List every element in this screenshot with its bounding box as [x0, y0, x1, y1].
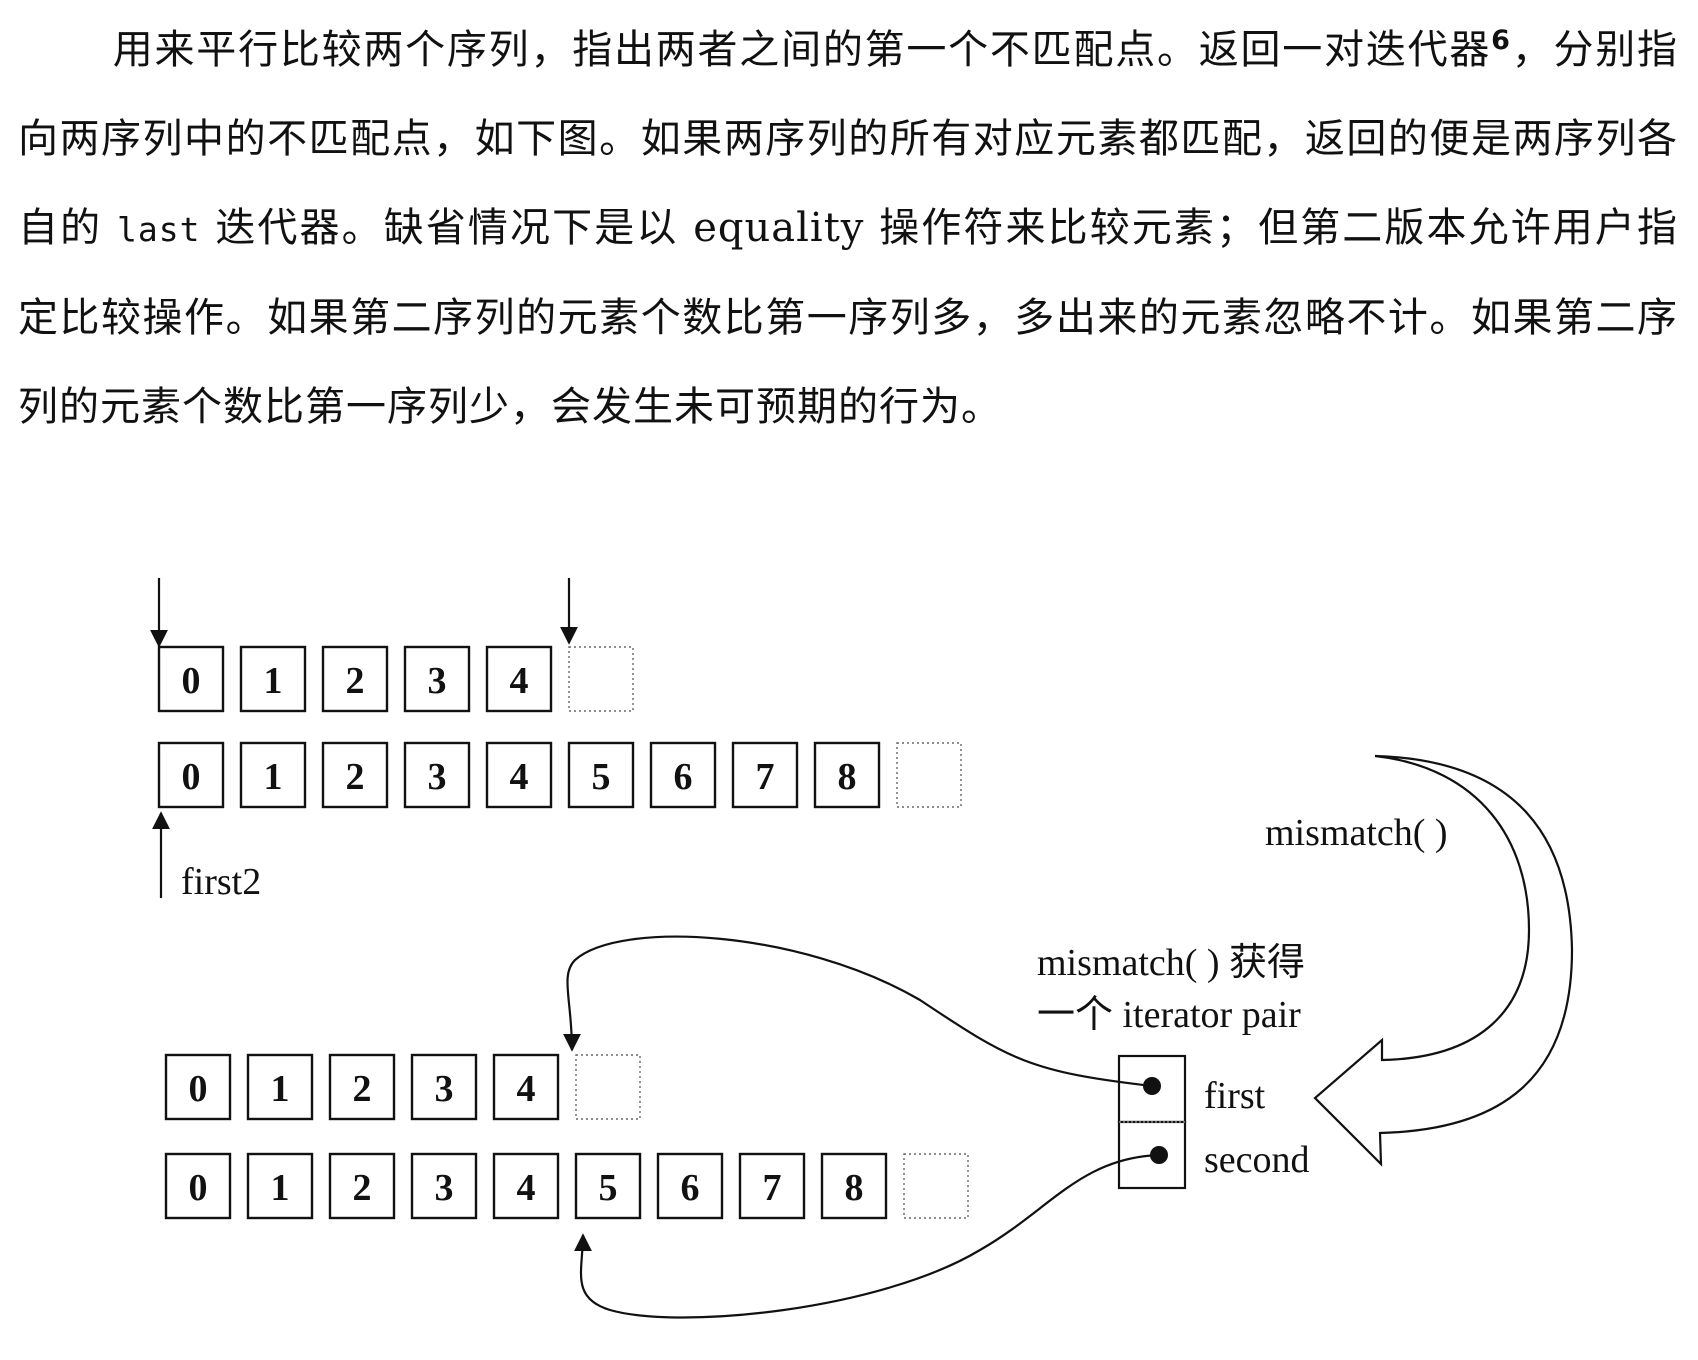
sequence-cell: [656, 1152, 724, 1220]
sequence-cell-value: 2: [353, 1068, 372, 1110]
description-paragraph: 用来平行比较两个序列，指出两者之间的第一个不匹配点。返回一对迭代器6，分别指向两…: [18, 6, 1678, 452]
sequence-cell: [574, 1152, 642, 1220]
big-curved-arrow: [1313, 754, 1574, 1167]
pair-second-label: second: [1204, 1139, 1310, 1181]
sequence-cell-value: 2: [346, 756, 365, 798]
sequence-cell-value: 8: [845, 1167, 864, 1209]
sequence-cell: [820, 1152, 888, 1220]
sequence-cell-value: 1: [264, 660, 283, 702]
sequence-cell: [410, 1053, 478, 1121]
first-pointer-curve: [562, 935, 1153, 1088]
sequence-cell: [164, 1053, 232, 1121]
bottom-sequence-2: 0 1 2 3 4 5 6 7 8: [164, 1152, 969, 1220]
bottom-sequence-1: 0 1 2 3 4: [164, 1053, 641, 1121]
sequence-cell: [164, 1152, 232, 1220]
sequence-cell-value: 1: [271, 1167, 290, 1209]
sequence-cell-value: 4: [510, 756, 529, 798]
sequence-cell-value: 1: [271, 1068, 290, 1110]
result-label-line1: mismatch( ) 获得: [1037, 942, 1305, 984]
sequence-cell: [403, 645, 471, 713]
sequence-cell: [403, 741, 471, 809]
paragraph-line2: 分别指向两序列中的不匹配点，如下图。如果两序列的所有对应元素都匹配，返回的便是两…: [18, 27, 1679, 251]
sequence-cell-value: 5: [599, 1167, 618, 1209]
sequence-cell: [731, 741, 799, 809]
sequence-cell-value: 2: [346, 660, 365, 702]
result-label-line2: 一个 iterator pair: [1037, 994, 1301, 1036]
paragraph-line1: 用来平行比较两个序列，指出两者之间的第一个不匹配点。返回一对迭代器: [112, 27, 1492, 73]
sequence-cell: [246, 1152, 314, 1220]
sequence-cell: [321, 645, 389, 713]
sequence-cell-value: 2: [353, 1167, 372, 1209]
sequence-cell: [649, 741, 717, 809]
end-marker-cell: [896, 742, 962, 808]
sequence-cell: [738, 1152, 806, 1220]
sequence-cell-value: 3: [428, 660, 447, 702]
sequence-cell-value: 0: [189, 1167, 208, 1209]
paragraph-line3: 迭代器。缺省情况下是以 equality 操作符来比较元素；但第二版本允许用户指…: [18, 205, 1678, 430]
footnote-ref: 6: [1491, 25, 1511, 56]
sequence-cell: [157, 645, 225, 713]
sequence-cell-value: 6: [674, 756, 693, 798]
sequence-cell: [567, 741, 635, 809]
first2-label: first2: [181, 861, 261, 903]
end-marker-cell: [903, 1153, 969, 1219]
top-sequence-2: 0 1 2 3 4 5 6 7 8: [157, 741, 962, 809]
sequence-cell: [328, 1152, 396, 1220]
paragraph-line1-end: ，: [1510, 27, 1554, 73]
sequence-cell-value: 8: [838, 756, 857, 798]
sequence-cell: [157, 741, 225, 809]
sequence-cell-value: 7: [756, 756, 775, 798]
sequence-cell: [328, 1053, 396, 1121]
sequence-cell-value: 0: [182, 660, 201, 702]
end-marker-cell: [575, 1054, 641, 1120]
second-pointer-curve: [573, 1153, 1160, 1319]
iterator-pair-box: [1117, 1054, 1187, 1190]
sequence-cell-value: 1: [264, 756, 283, 798]
sequence-cell-value: 5: [592, 756, 611, 798]
sequence-cell-value: 6: [681, 1167, 700, 1209]
sequence-cell: [239, 741, 307, 809]
sequence-cell: [485, 741, 553, 809]
sequence-cell-value: 3: [435, 1068, 454, 1110]
sequence-cell-value: 3: [428, 756, 447, 798]
end-marker-cell: [568, 646, 634, 712]
sequence-cell-value: 4: [517, 1167, 536, 1209]
sequence-cell: [410, 1152, 478, 1220]
sequence-cell-value: 4: [517, 1068, 536, 1110]
sequence-cell-value: 0: [189, 1068, 208, 1110]
sequence-cell: [246, 1053, 314, 1121]
sequence-cell: [239, 645, 307, 713]
sequence-cell: [321, 741, 389, 809]
sequence-cell: [485, 645, 553, 713]
sequence-cell-value: 3: [435, 1167, 454, 1209]
pair-first-label: first: [1204, 1075, 1266, 1117]
code-last: last: [117, 210, 201, 249]
mismatch-call-label: mismatch( ): [1265, 812, 1448, 854]
top-sequence-1: 0 1 2 3 4: [157, 645, 634, 713]
sequence-cell: [492, 1053, 560, 1121]
sequence-cell-value: 4: [510, 660, 529, 702]
sequence-cell: [813, 741, 881, 809]
sequence-cell: [492, 1152, 560, 1220]
sequence-cell-value: 7: [763, 1167, 782, 1209]
sequence-cell-value: 0: [182, 756, 201, 798]
